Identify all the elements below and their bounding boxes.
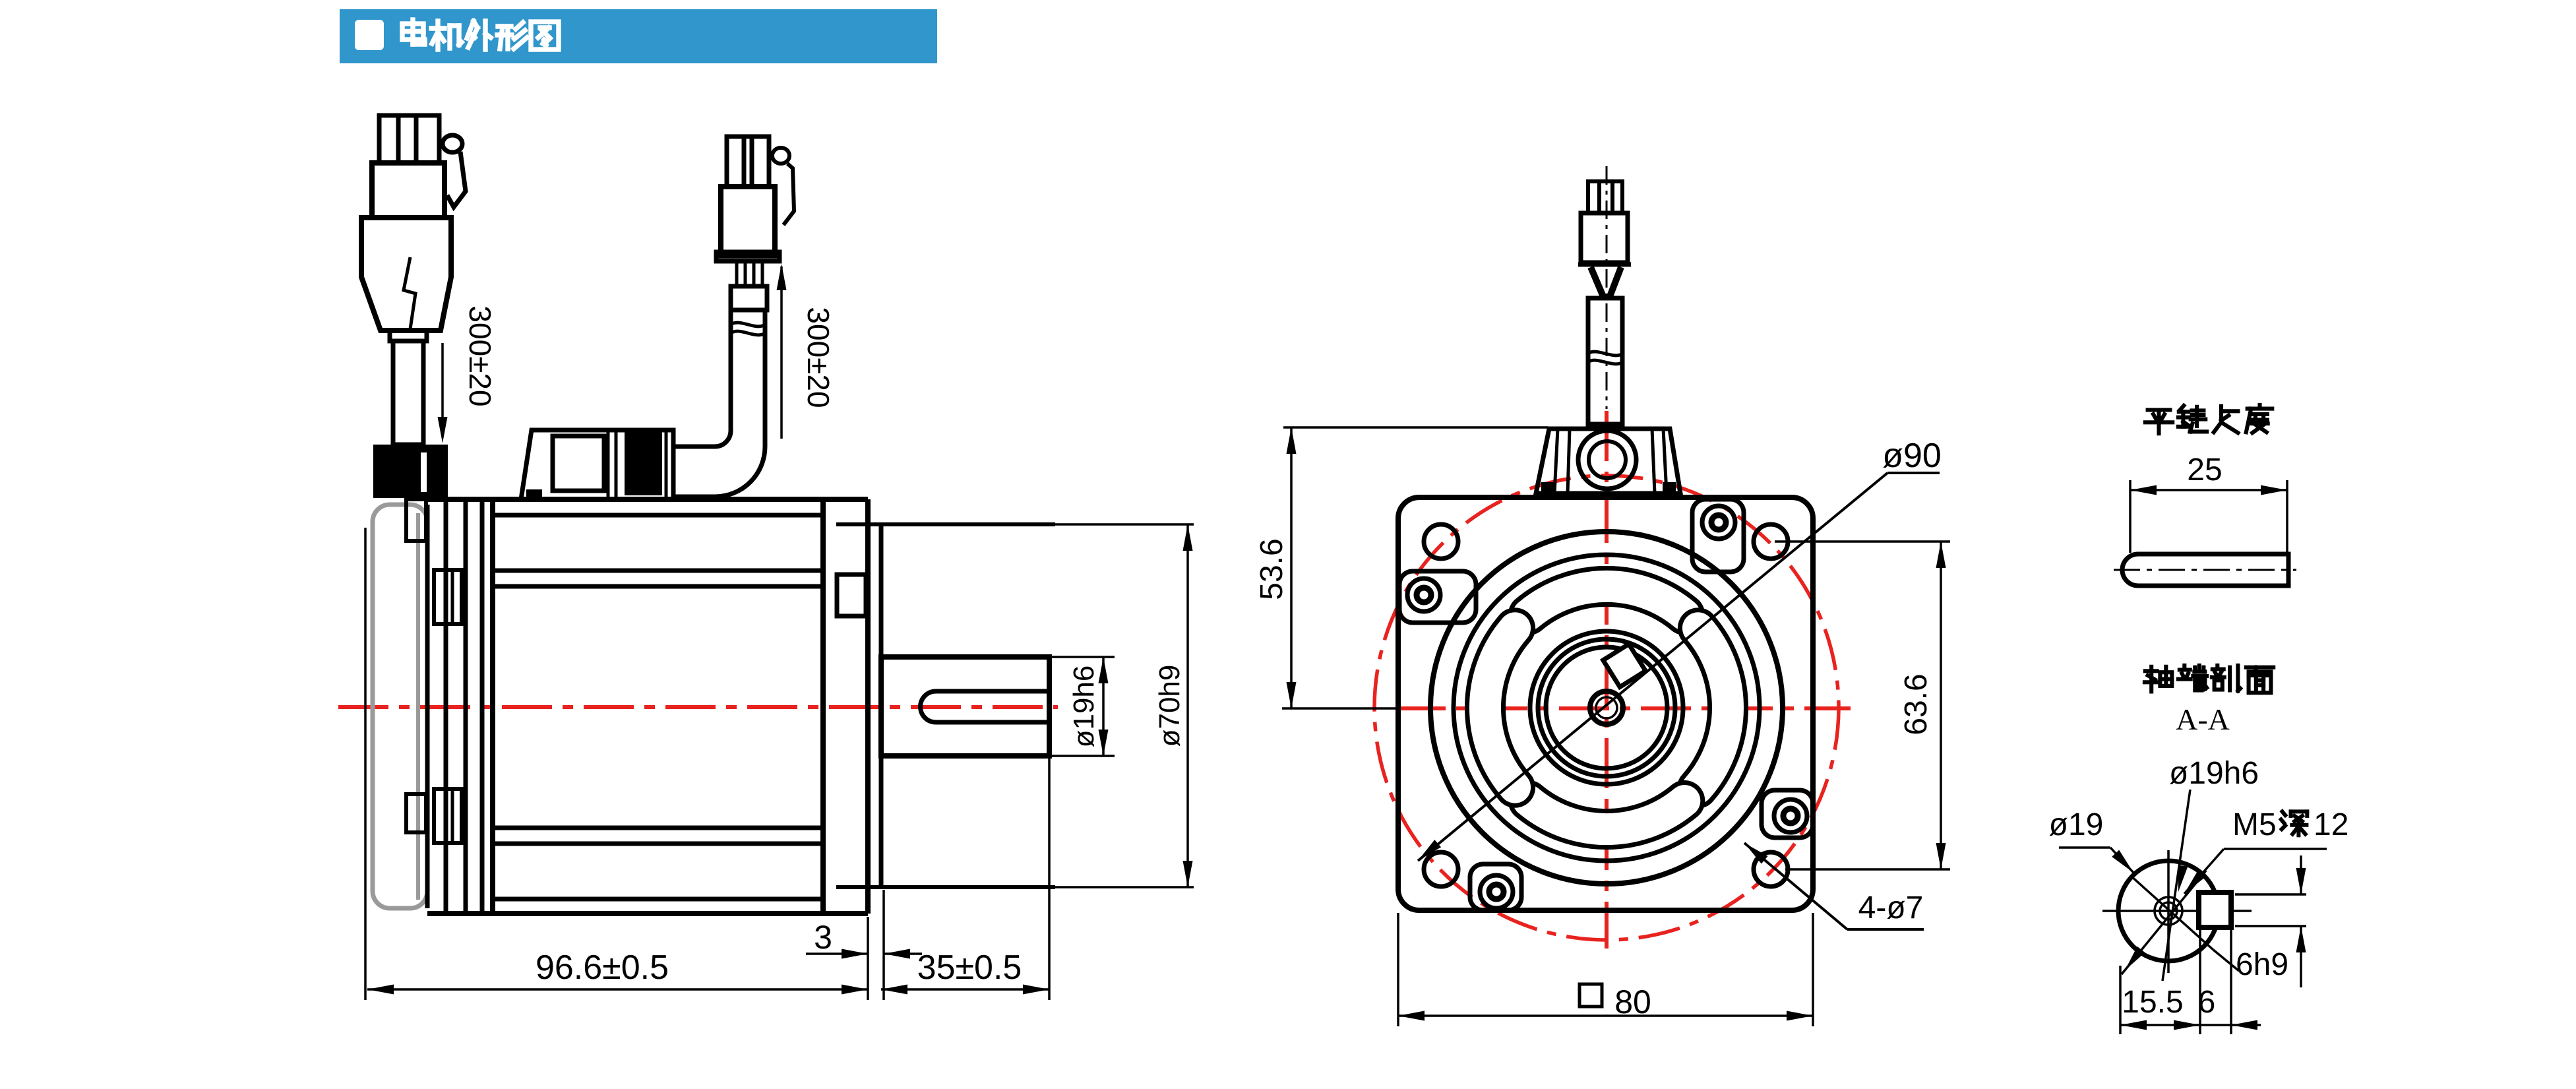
svg-text:25: 25 <box>2187 452 2222 487</box>
svg-text:300±20: 300±20 <box>801 307 836 408</box>
svg-text:6h9: 6h9 <box>2236 947 2288 982</box>
svg-text:ø19: ø19 <box>2049 807 2104 842</box>
svg-text:300±20: 300±20 <box>463 305 497 406</box>
svg-text:M5: M5 <box>2232 807 2277 842</box>
svg-text:ø19h6: ø19h6 <box>1068 666 1100 748</box>
svg-text:A-A: A-A <box>2176 702 2230 736</box>
svg-text:80: 80 <box>1614 983 1651 1020</box>
svg-text:63.6: 63.6 <box>1899 673 1934 735</box>
svg-text:15.5: 15.5 <box>2122 985 2183 1020</box>
svg-text:ø90: ø90 <box>1882 437 1942 475</box>
svg-text:3: 3 <box>814 919 832 956</box>
svg-text:ø19h6: ø19h6 <box>2169 756 2259 791</box>
svg-text:4-ø7: 4-ø7 <box>1858 890 1924 925</box>
svg-text:12: 12 <box>2314 807 2348 842</box>
svg-text:35±0.5: 35±0.5 <box>917 949 1022 987</box>
svg-text:ø70h9: ø70h9 <box>1153 665 1186 747</box>
svg-text:53.6: 53.6 <box>1254 538 1289 600</box>
svg-text:96.6±0.5: 96.6±0.5 <box>536 949 669 987</box>
svg-text:6: 6 <box>2198 985 2216 1020</box>
